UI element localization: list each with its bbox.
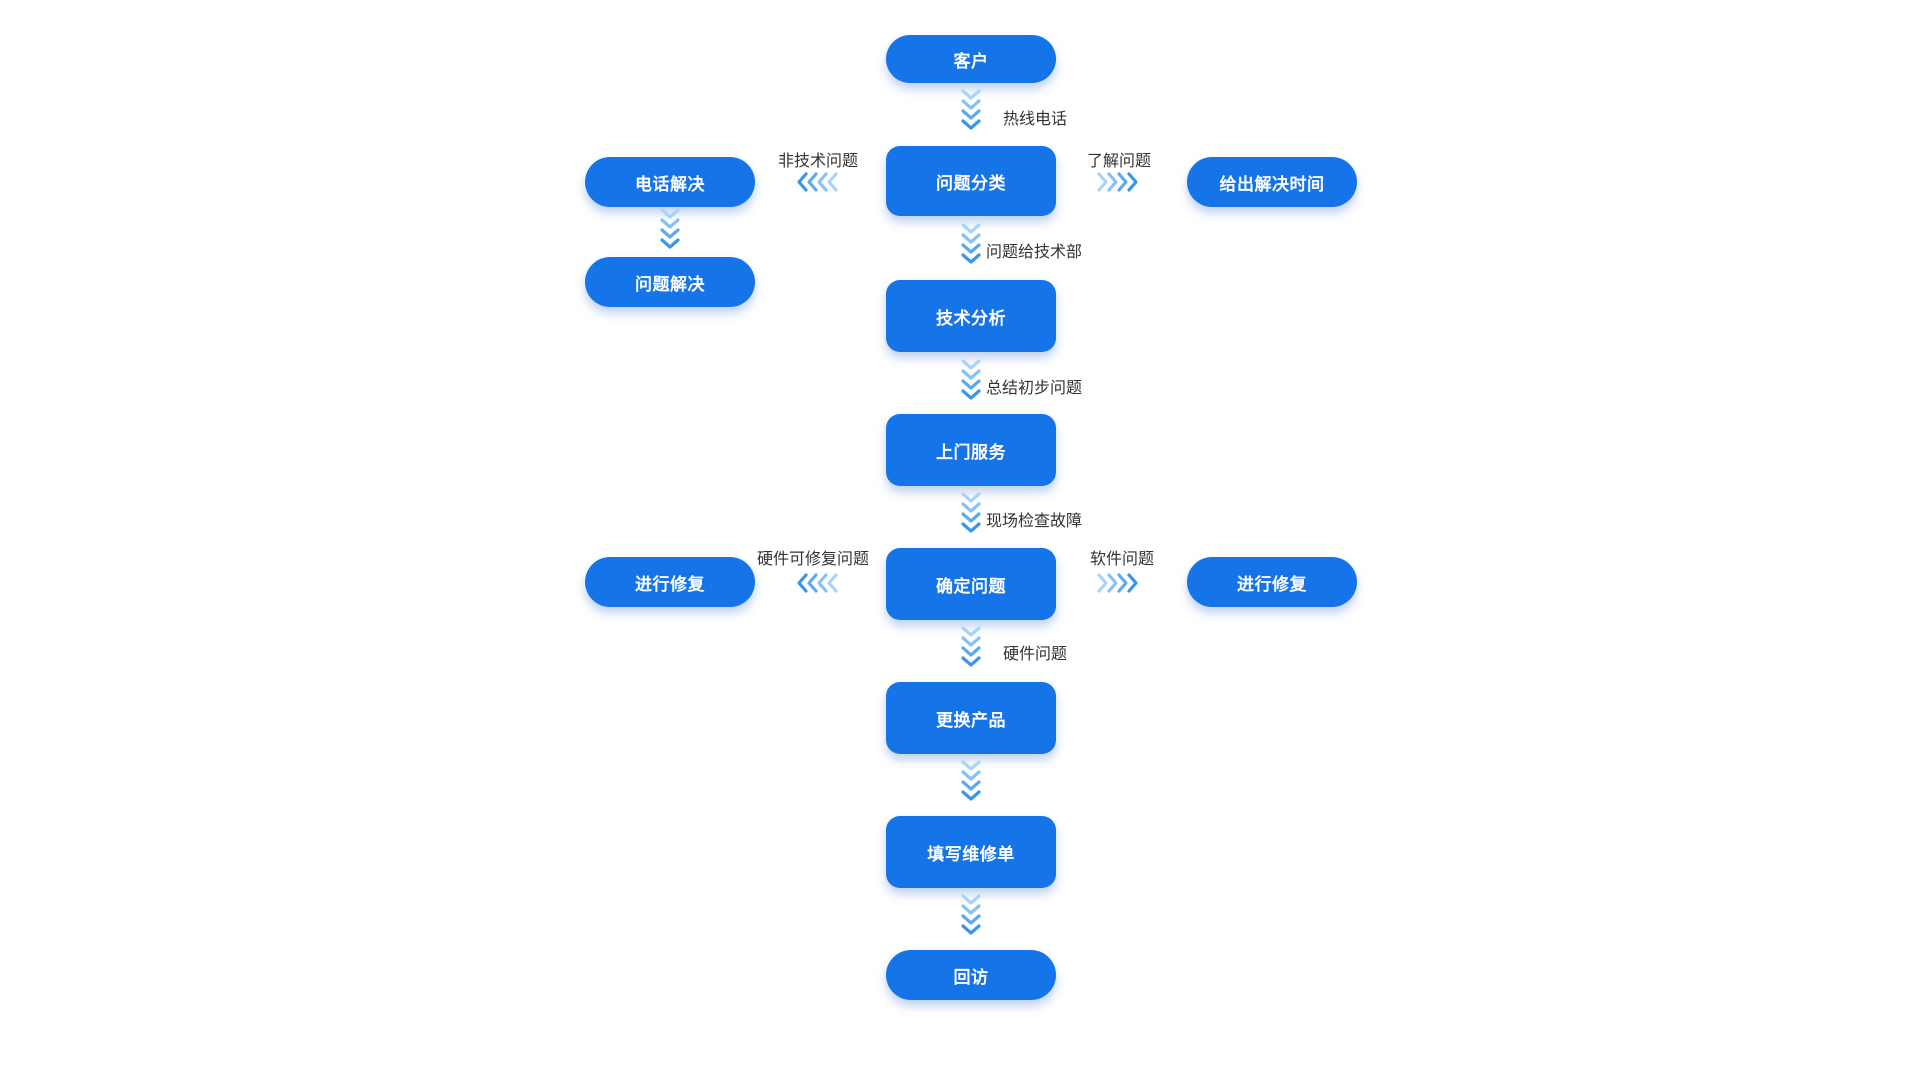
arrow-replace-to-fill <box>961 760 981 801</box>
chevron-icon <box>961 253 981 264</box>
node-confirm-problem-label: 确定问题 <box>936 576 1006 597</box>
chevron-icon <box>961 389 981 400</box>
arrow-phone-to-solved <box>660 208 680 249</box>
chevron-icon <box>961 626 981 637</box>
arrow-classify-to-time <box>1097 172 1138 192</box>
node-tech-analysis[interactable]: 技术分析 <box>886 280 1056 352</box>
node-problem-solved[interactable]: 问题解决 <box>585 257 755 307</box>
node-problem-solved-label: 问题解决 <box>635 274 705 295</box>
chevron-icon <box>827 172 838 192</box>
edge-label-hw-repairable: 硬件可修复问题 <box>757 549 870 568</box>
node-onsite-service-label: 上门服务 <box>936 442 1006 463</box>
chevron-icon <box>961 119 981 130</box>
chevron-icon <box>961 233 981 244</box>
node-customer-label: 客户 <box>953 51 989 72</box>
chevron-icon <box>961 99 981 110</box>
chevron-icon <box>1127 573 1138 593</box>
arrow-classify-to-phone <box>797 172 838 192</box>
edge-label-understand: 了解问题 <box>1087 151 1152 170</box>
chevron-icon <box>1127 172 1138 192</box>
node-repair-right[interactable]: 进行修复 <box>1187 557 1357 607</box>
chevron-icon <box>961 502 981 513</box>
chevron-icon <box>961 904 981 915</box>
chevron-icon <box>961 894 981 905</box>
chevron-icon <box>961 522 981 533</box>
chevron-icon <box>1097 172 1108 192</box>
chevron-icon <box>660 228 680 239</box>
chevron-icon <box>817 573 828 593</box>
arrow-confirm-to-replace <box>961 626 981 667</box>
chevron-icon <box>797 573 808 593</box>
node-repair-left-label: 进行修复 <box>635 574 705 595</box>
chevron-icon <box>961 109 981 120</box>
node-onsite-service[interactable]: 上门服务 <box>886 414 1056 486</box>
node-tech-analysis-label: 技术分析 <box>936 308 1006 329</box>
node-confirm-problem[interactable]: 确定问题 <box>886 548 1056 620</box>
chevron-icon <box>1097 573 1108 593</box>
chevron-icon <box>961 914 981 925</box>
node-give-time[interactable]: 给出解决时间 <box>1187 157 1357 207</box>
node-return-visit-label: 回访 <box>953 967 989 988</box>
chevron-icon <box>961 223 981 234</box>
arrow-customer-to-classify <box>961 89 981 130</box>
arrow-tech-to-onsite <box>961 359 981 400</box>
chevron-icon <box>961 359 981 370</box>
chevron-icon <box>1107 573 1118 593</box>
chevron-icon <box>961 379 981 390</box>
chevron-icon <box>961 790 981 801</box>
arrow-onsite-to-confirm <box>961 492 981 533</box>
edge-label-summarize: 总结初步问题 <box>986 378 1083 397</box>
edge-label-hardware: 硬件问题 <box>1003 644 1068 663</box>
node-give-time-label: 给出解决时间 <box>1219 174 1325 195</box>
node-replace-product[interactable]: 更换产品 <box>886 682 1056 754</box>
chevron-icon <box>817 172 828 192</box>
node-repair-right-label: 进行修复 <box>1237 574 1307 595</box>
node-replace-product-label: 更换产品 <box>936 710 1006 731</box>
node-repair-left[interactable]: 进行修复 <box>585 557 755 607</box>
chevron-icon <box>961 656 981 667</box>
arrow-fill-to-visit <box>961 894 981 935</box>
chevron-icon <box>660 238 680 249</box>
chevron-icon <box>961 924 981 935</box>
arrow-confirm-to-repair-left <box>797 573 838 593</box>
chevron-icon <box>827 573 838 593</box>
edge-label-to-tech: 问题给技术部 <box>986 242 1083 261</box>
chevron-icon <box>660 208 680 219</box>
chevron-icon <box>961 780 981 791</box>
chevron-icon <box>1107 172 1118 192</box>
chevron-icon <box>961 512 981 523</box>
chevron-icon <box>961 243 981 254</box>
node-phone-solve-label: 电话解决 <box>635 174 705 195</box>
chevron-icon <box>1117 573 1128 593</box>
node-return-visit[interactable]: 回访 <box>886 950 1056 1000</box>
node-customer[interactable]: 客户 <box>886 35 1056 83</box>
node-classify[interactable]: 问题分类 <box>886 146 1056 216</box>
node-classify-label: 问题分类 <box>936 173 1006 194</box>
arrow-confirm-to-repair-right <box>1097 573 1138 593</box>
edge-label-inspect: 现场检查故障 <box>986 511 1083 530</box>
edge-label-hotline: 热线电话 <box>1003 109 1068 128</box>
chevron-icon <box>807 573 818 593</box>
chevron-icon <box>961 89 981 100</box>
arrow-classify-to-tech <box>961 223 981 264</box>
chevron-icon <box>1117 172 1128 192</box>
node-fill-form[interactable]: 填写维修单 <box>886 816 1056 888</box>
edge-label-software: 软件问题 <box>1090 549 1155 568</box>
chevron-icon <box>961 760 981 771</box>
chevron-icon <box>961 770 981 781</box>
chevron-icon <box>961 636 981 647</box>
node-phone-solve[interactable]: 电话解决 <box>585 157 755 207</box>
edge-label-non-tech: 非技术问题 <box>778 151 859 170</box>
chevron-icon <box>961 646 981 657</box>
node-fill-form-label: 填写维修单 <box>927 844 1015 865</box>
chevron-icon <box>660 218 680 229</box>
chevron-icon <box>807 172 818 192</box>
chevron-icon <box>961 369 981 380</box>
chevron-icon <box>961 492 981 503</box>
chevron-icon <box>797 172 808 192</box>
